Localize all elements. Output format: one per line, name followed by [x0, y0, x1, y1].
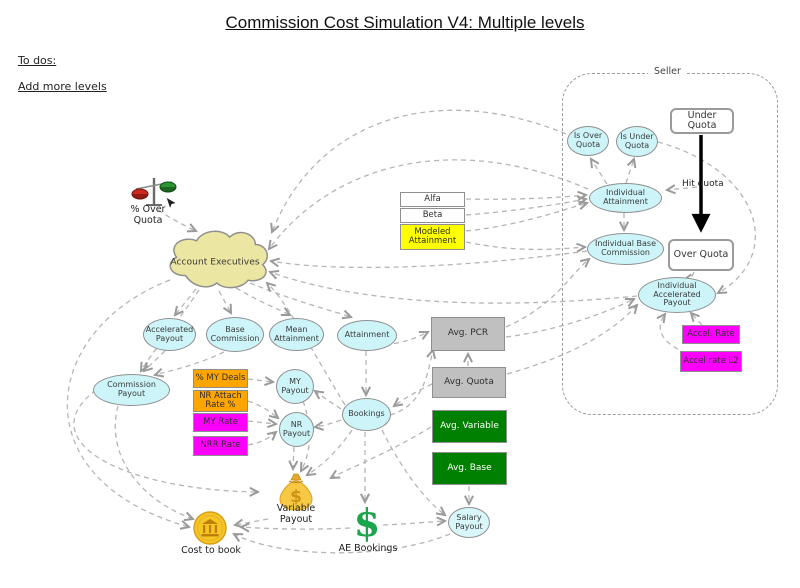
money-bag-icon: $	[279, 473, 313, 511]
dollar-icon: $	[354, 500, 380, 545]
node-individual-attainment[interactable]: Individual Attainment	[589, 183, 662, 213]
svg-text:Account Executives: Account Executives	[170, 257, 259, 268]
box-avg-quota[interactable]: Avg. Quota	[432, 367, 506, 398]
ae-bookings-widget[interactable]: $	[352, 500, 382, 548]
box-my-rate[interactable]: MY Rate	[193, 413, 248, 432]
box-accel-rate[interactable]: Accel. Rate	[682, 325, 740, 344]
svg-text:$: $	[354, 504, 380, 544]
box-accel-rate-l2[interactable]: Accel rate L2	[680, 351, 742, 372]
node-is-under-quota[interactable]: Is Under Quota	[616, 126, 658, 157]
node-attainment[interactable]: Attainment	[337, 320, 397, 351]
page-title: Commission Cost Simulation V4: Multiple …	[225, 13, 585, 32]
box-avg-base[interactable]: Avg. Base	[432, 452, 507, 485]
node-individual-accelerated-payout[interactable]: Individual Accelerated Payout	[638, 277, 716, 313]
box-nrr-rate[interactable]: NRR Rate	[193, 436, 248, 456]
node-accelerated-payout[interactable]: Accelerated Payout	[143, 318, 196, 351]
node-commission-payout[interactable]: Commission Payout	[93, 374, 170, 406]
node-mean-attainment[interactable]: Mean Attainment	[269, 318, 324, 351]
bank-coin-icon	[193, 511, 227, 545]
cloud-icon: Account Executives	[169, 230, 269, 289]
svg-text:$: $	[290, 487, 302, 507]
todo-heading: To dos:	[18, 54, 57, 67]
node-my-payout[interactable]: MY Payout	[276, 369, 314, 404]
box-alfa[interactable]: Alfa	[400, 192, 465, 207]
node-salary-payout[interactable]: Salary Payout	[448, 507, 490, 538]
mouse-cursor-icon	[165, 197, 177, 211]
node-is-over-quota[interactable]: Is Over Quota	[567, 126, 609, 156]
hit-quota-flow-label[interactable]: Hit quota	[682, 179, 724, 189]
cost-to-book-label: Cost to book	[181, 545, 241, 556]
cost-to-book-widget[interactable]	[193, 511, 227, 549]
todo-item: Add more levels	[18, 80, 107, 93]
box-modeled-attainment[interactable]: Modeled Attainment	[400, 224, 465, 250]
box-pct-my-deals[interactable]: % MY Deals	[193, 369, 248, 388]
stock-under-quota[interactable]: Under Quota	[670, 108, 734, 134]
node-nr-payout[interactable]: NR Payout	[279, 412, 314, 447]
node-base-commission[interactable]: Base Commission	[206, 317, 264, 352]
box-avg-variable[interactable]: Avg. Variable	[432, 410, 507, 443]
variable-payout-widget[interactable]: $	[277, 469, 315, 515]
box-avg-pcr[interactable]: Avg. PCR	[431, 317, 505, 351]
balance-scale-icon	[131, 178, 177, 206]
node-individual-base-commission[interactable]: Individual Base Commission	[587, 233, 664, 265]
box-nr-attach-rate[interactable]: NR Attach Rate %	[193, 390, 248, 412]
variable-payout-label: Variable Payout	[276, 503, 316, 525]
ae-bookings-label: AE Bookings	[338, 543, 398, 554]
box-beta[interactable]: Beta	[400, 208, 465, 223]
pct-over-quota-label: % Over Quota	[130, 204, 166, 226]
stock-over-quota[interactable]: Over Quota	[668, 239, 734, 271]
node-bookings[interactable]: Bookings	[342, 398, 391, 431]
seller-group-label: Seller	[648, 66, 687, 77]
account-executives-cloud[interactable]: Account Executives	[156, 228, 274, 298]
over-quota-scale-widget[interactable]	[130, 175, 178, 211]
